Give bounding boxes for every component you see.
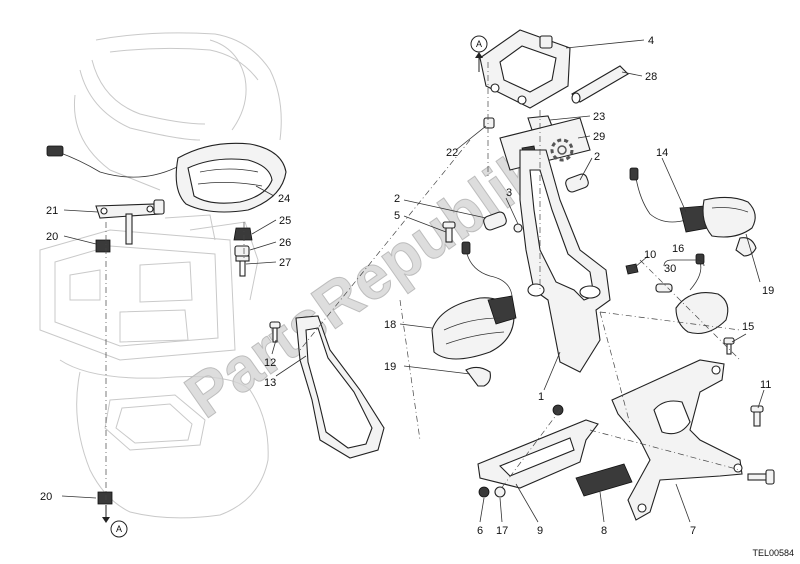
- callout-20-lower: 20: [40, 491, 52, 503]
- assembly-guide-lines: [105, 62, 741, 500]
- callout-16: 16: [672, 243, 684, 255]
- callout-13: 13: [264, 377, 276, 389]
- callout-23: 23: [593, 111, 605, 123]
- callout-labels: 4 28 23 29 22 2 3 2 5 14 10 16 30 19 15 …: [40, 35, 774, 537]
- callout-4: 4: [648, 35, 654, 47]
- part-reflector-8: [575, 463, 633, 497]
- callout-8: 8: [601, 525, 607, 537]
- callout-27: 27: [279, 257, 291, 269]
- part-tail-light: [46, 142, 287, 213]
- part-screw-11: [750, 405, 764, 427]
- part-bolt-lower-right: [747, 469, 775, 485]
- callout-2-right: 2: [594, 151, 600, 163]
- callout-15: 15: [742, 321, 754, 333]
- callout-2-left: 2: [394, 193, 400, 205]
- callout-12: 12: [264, 357, 276, 369]
- part-plate-bracket-7: [611, 359, 743, 521]
- callout-10: 10: [644, 249, 656, 261]
- view-marker-top-label: A: [476, 39, 482, 49]
- callout-28: 28: [645, 71, 657, 83]
- view-marker-top: A: [470, 35, 488, 72]
- part-nut-upper: [552, 404, 564, 416]
- callout-1: 1: [538, 391, 544, 403]
- gear-icon: [550, 138, 574, 162]
- callout-21: 21: [46, 205, 58, 217]
- callout-19-left: 19: [384, 361, 396, 373]
- callout-7: 7: [690, 525, 696, 537]
- callout-29: 29: [593, 131, 605, 143]
- callout-20-upper: 20: [46, 231, 58, 243]
- part-indicator-14: [629, 167, 756, 238]
- part-pin-28: [571, 65, 629, 104]
- callout-3: 3: [506, 187, 512, 199]
- callout-14: 14: [656, 147, 668, 159]
- part-screw-15: [723, 337, 735, 355]
- part-bulb-30: [655, 283, 673, 293]
- part-plate-holder-1: [519, 149, 611, 373]
- callout-18: 18: [384, 319, 396, 331]
- drawing-reference: TEL00584: [752, 548, 794, 558]
- callout-9: 9: [537, 525, 543, 537]
- part-bulb-19-left: [465, 366, 491, 387]
- part-grommet-25: [233, 227, 253, 241]
- part-screw-5: [442, 221, 456, 243]
- view-marker-bottom: A: [102, 505, 128, 538]
- callout-26: 26: [279, 237, 291, 249]
- part-grommet-20-upper: [95, 239, 111, 253]
- callout-6: 6: [477, 525, 483, 537]
- part-washer-17: [494, 486, 506, 498]
- part-indicator-18: [431, 241, 517, 360]
- callout-24: 24: [278, 193, 290, 205]
- part-nut-3: [513, 223, 523, 233]
- callout-25: 25: [279, 215, 291, 227]
- view-marker-bottom-label: A: [116, 524, 122, 534]
- part-grommet-20-lower: [97, 491, 113, 505]
- part-nut-22: [483, 117, 495, 129]
- callout-leaders: [61, 39, 765, 523]
- part-clip-10: [625, 263, 639, 275]
- part-bushing-2-left: [483, 211, 507, 231]
- part-washer-6: [478, 486, 490, 498]
- callout-5: 5: [394, 210, 400, 222]
- part-screw-27: [235, 255, 250, 277]
- part-support-bar-9: [477, 419, 599, 489]
- part-bracket-21: [95, 199, 165, 245]
- callout-17: 17: [496, 525, 508, 537]
- part-bushing-2-right: [565, 173, 589, 193]
- callout-22: 22: [446, 147, 458, 159]
- callout-11: 11: [760, 379, 771, 391]
- part-screw-12: [269, 321, 281, 343]
- callout-30: 30: [664, 263, 676, 275]
- part-spacer-26: [234, 245, 250, 257]
- ghost-tail-fairing: [39, 32, 282, 519]
- part-top-bracket-4: [479, 29, 571, 109]
- part-cover-13: [295, 315, 385, 459]
- part-bulb-19-right: [735, 237, 757, 257]
- callout-19-right: 19: [762, 285, 774, 297]
